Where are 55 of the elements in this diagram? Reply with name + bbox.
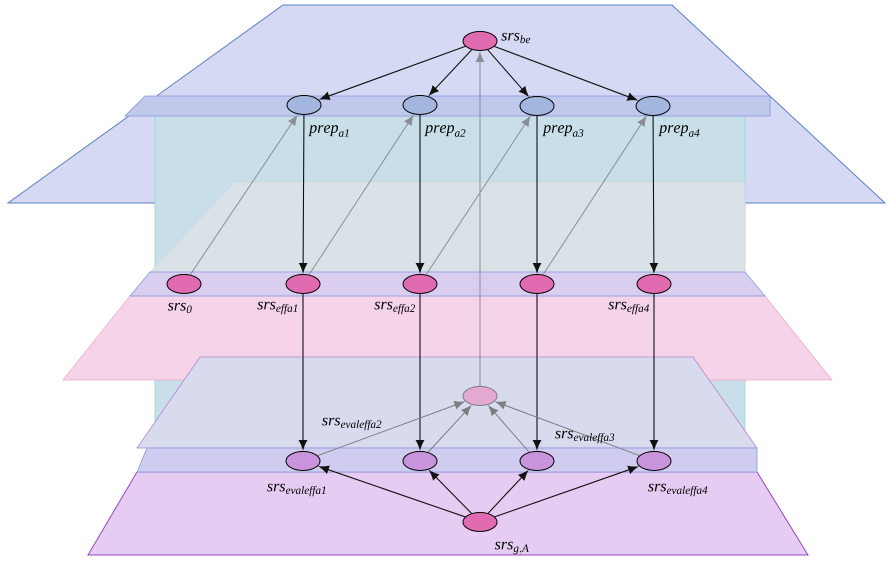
ellipse-node (402, 451, 438, 471)
ellipse-node (286, 274, 320, 294)
ellipse-node (286, 451, 320, 471)
arrow (494, 46, 637, 101)
node-formula: $\mathit{srs}_{\mathit{effa2}}$ (374, 302, 416, 314)
arrow (496, 401, 640, 456)
arrow (298, 294, 308, 450)
arrow (494, 466, 638, 518)
arrow (428, 406, 472, 453)
node-formula: $\mathit{prep}_{\mathit{a1}}$ (308, 125, 349, 137)
ellipse-node (636, 274, 672, 294)
ellipse-node (402, 274, 438, 294)
ellipse-node (462, 386, 498, 406)
ellipse-node (636, 451, 672, 471)
arrow (320, 46, 466, 100)
arrow (650, 294, 658, 450)
arrow (429, 49, 472, 96)
node-formula: $\mathit{prep}_{\mathit{a3}}$ (542, 125, 584, 137)
arrow (488, 470, 528, 514)
arrow (487, 50, 528, 96)
arrow (190, 115, 298, 276)
arrow (426, 116, 530, 276)
ellipse-node (462, 31, 498, 51)
arrow (430, 470, 472, 514)
arrow (532, 116, 542, 272)
arrow (650, 116, 658, 272)
arrow (416, 115, 424, 272)
ellipse-node (520, 451, 554, 471)
ellipse-node (636, 96, 670, 116)
arrow (319, 466, 466, 518)
node-formula: $\mathit{srs}_{\mathit{evaleffa3}}$ (555, 430, 614, 444)
ellipse-node (402, 95, 438, 115)
ellipse-node (520, 96, 554, 116)
node-formula: $\mathit{srs}_{\mathit{evaleffa4}}$ (648, 484, 708, 496)
arrow (317, 401, 464, 456)
node-formula: $\mathit{srs}_{\mathit{evaleffa1}}$ (267, 484, 326, 496)
node-formula: $\mathit{prep}_{\mathit{a4}}$ (658, 125, 700, 137)
arrow (542, 116, 646, 276)
ellipse-node (462, 512, 498, 532)
node-formula: $\mathit{prep}_{\mathit{a2}}$ (424, 125, 466, 137)
arrow (416, 294, 424, 450)
node-formula: $\mathit{srs}_{\mathit{0}}$ (168, 302, 192, 314)
node-formula: $\mathit{srs}_{\mathit{evaleffa2}}$ (322, 418, 382, 430)
arrow (532, 294, 542, 450)
ellipse-node (520, 274, 554, 294)
ellipse-node (286, 95, 322, 115)
node-formula: $\mathit{srs}_{\mathit{effa4}}$ (608, 302, 650, 314)
node-formula: $\mathit{srs}_{\mathit{g,A}}$ (494, 542, 529, 554)
arrow (488, 406, 530, 453)
arrow (476, 52, 484, 386)
ellipse-node (166, 274, 202, 294)
arrow (308, 115, 414, 276)
node-formula: $\mathit{srs}_{\mathit{effa1}}$ (257, 302, 298, 314)
arrow (299, 115, 308, 272)
node-formula: $\mathit{srs}_{\mathit{be}}$ (501, 32, 530, 44)
